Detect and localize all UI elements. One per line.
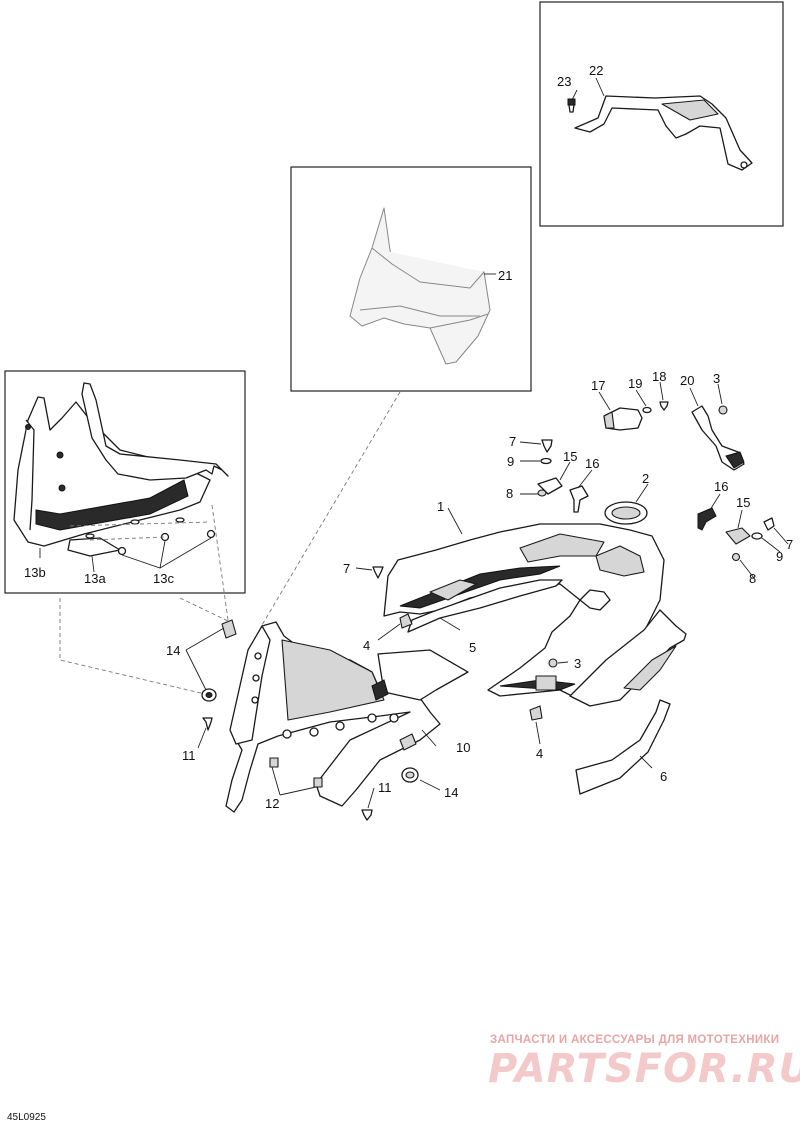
front-fairing-part-10 xyxy=(225,621,469,813)
callout-14-lower: 14 xyxy=(444,785,458,800)
callout-1: 1 xyxy=(437,499,444,514)
callout-20: 20 xyxy=(680,373,694,388)
callout-19: 19 xyxy=(628,376,642,391)
bracket-part-17 xyxy=(603,407,643,431)
screw-part-7-right xyxy=(763,517,775,531)
washer-part-9-right xyxy=(751,532,763,540)
callout-11-bottom: 11 xyxy=(378,780,392,795)
pin-part-16-right xyxy=(697,507,717,531)
callout-17: 17 xyxy=(591,378,605,393)
callout-8-right: 8 xyxy=(749,571,756,586)
nut-part-8-top xyxy=(537,489,547,497)
callout-2: 2 xyxy=(642,471,649,486)
connection-lines xyxy=(59,391,401,695)
grommet-part-14-right xyxy=(401,767,419,783)
diagram-code: 45L0925 xyxy=(7,1112,46,1123)
washer-part-19 xyxy=(642,406,652,414)
latch-part-15-right xyxy=(725,527,751,545)
callout-13b: 13b xyxy=(24,565,46,580)
grommet-part-14-upper xyxy=(221,619,237,639)
latch-part-15-left xyxy=(537,477,563,495)
nut-part-3-center xyxy=(548,658,558,668)
callout-3-center: 3 xyxy=(574,656,581,671)
strap-part-20 xyxy=(691,405,745,471)
callout-5: 5 xyxy=(469,640,476,655)
callout-23: 23 xyxy=(557,74,571,89)
clip-part-12 xyxy=(269,757,323,788)
screw-part-11-left xyxy=(202,717,213,731)
callout-15-right: 15 xyxy=(736,495,750,510)
inset-frame-bracket xyxy=(539,1,784,227)
inset-frame-deflector xyxy=(4,370,246,594)
grommet-part-14-left xyxy=(201,688,217,702)
screw-part-7-top xyxy=(541,439,553,453)
fuel-ring-part-2 xyxy=(604,501,648,525)
callout-15-left: 15 xyxy=(563,449,577,464)
callout-13a: 13a xyxy=(84,571,106,586)
callout-7-left: 7 xyxy=(343,561,350,576)
callout-7-right: 7 xyxy=(786,537,793,552)
inset-frame-windshield xyxy=(290,166,532,392)
callout-4-left: 4 xyxy=(363,638,370,653)
fasteners-part-13c xyxy=(69,517,216,556)
clip-part-4-right xyxy=(529,705,543,721)
screw-part-11-bottom xyxy=(361,809,373,821)
callout-9-right: 9 xyxy=(776,549,783,564)
screw-part-23 xyxy=(567,98,576,113)
callout-12: 12 xyxy=(265,796,279,811)
callout-11-left: 11 xyxy=(182,748,196,763)
callout-8-top: 8 xyxy=(506,486,513,501)
callout-14-upper: 14 xyxy=(166,643,180,658)
callout-10: 10 xyxy=(456,740,470,755)
deflector-part-13a xyxy=(35,382,229,557)
nut-part-3-top xyxy=(718,405,728,415)
clip-part-4-left xyxy=(399,613,413,629)
nut-part-8-right xyxy=(731,552,741,562)
side-panel xyxy=(569,609,687,707)
callout-18: 18 xyxy=(652,369,666,384)
callout-21: 21 xyxy=(498,268,512,283)
heat-shield-part-6 xyxy=(575,699,671,795)
callout-16-right: 16 xyxy=(714,479,728,494)
screw-part-18 xyxy=(659,401,669,411)
callout-3-top: 3 xyxy=(713,371,720,386)
washer-part-9-top xyxy=(540,457,552,465)
callout-4-right: 4 xyxy=(536,746,543,761)
screw-part-7-left xyxy=(372,566,384,579)
callout-9-top: 9 xyxy=(507,454,514,469)
callout-13c: 13c xyxy=(153,571,174,586)
leader-lines xyxy=(39,77,789,809)
trim-part-5 xyxy=(407,579,563,633)
watermark-logo: PARTSFOR.RU xyxy=(488,1046,800,1092)
callout-22: 22 xyxy=(589,63,603,78)
callouts: 23 22 21 13b 13a 13c 14 11 12 11 14 10 7… xyxy=(24,63,793,811)
watermark-tagline: ЗАПЧАСТИ И АКСЕССУАРЫ ДЛЯ МОТОТЕХНИКИ xyxy=(490,1034,780,1046)
pin-part-16-left xyxy=(569,485,589,513)
callout-6: 6 xyxy=(660,769,667,784)
windshield-part-21 xyxy=(349,207,491,365)
bracket-part-22 xyxy=(574,95,753,171)
callout-16-left: 16 xyxy=(585,456,599,471)
callout-7-top: 7 xyxy=(509,434,516,449)
